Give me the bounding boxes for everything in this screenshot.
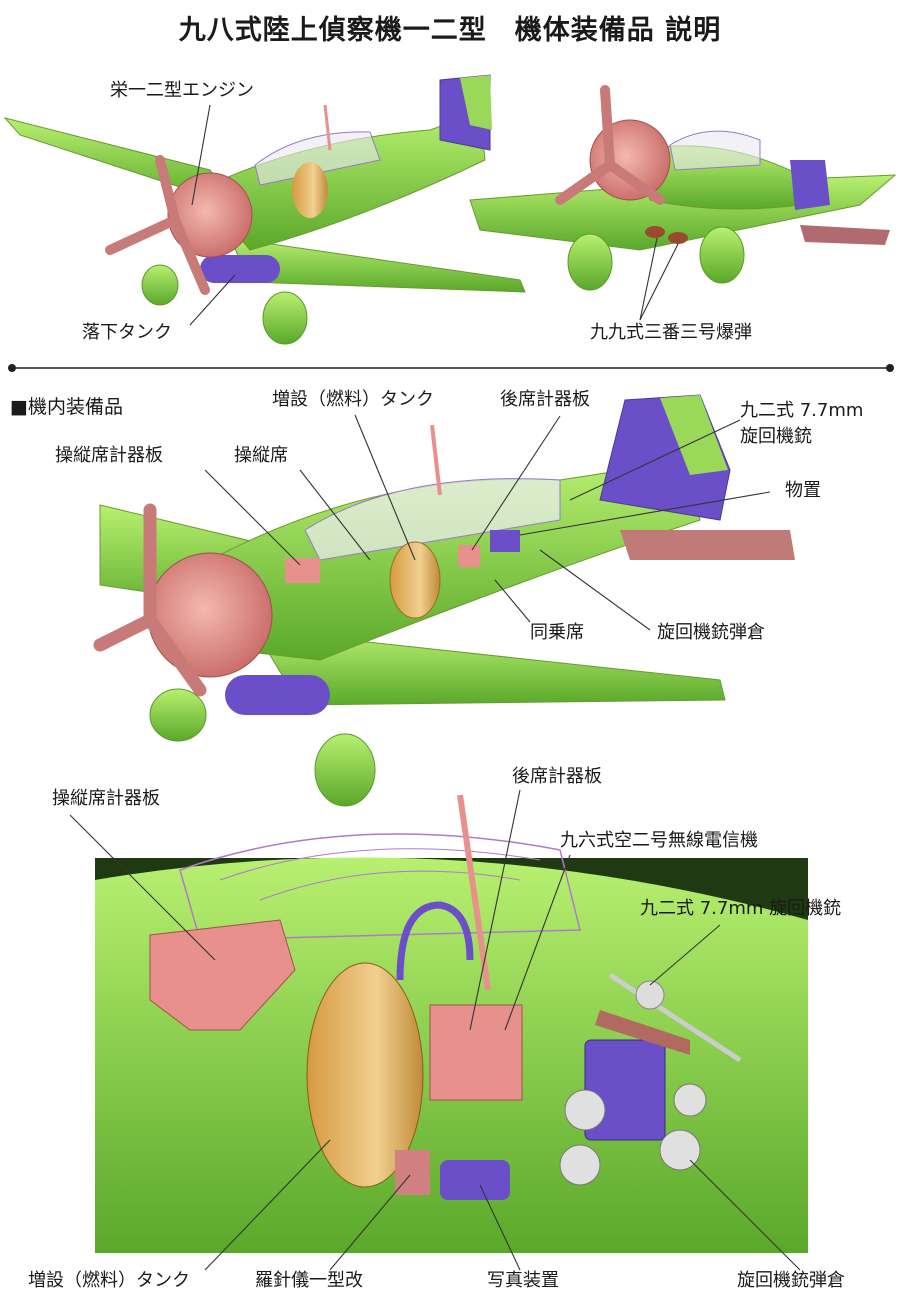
label-gun-line1: 九二式 7.7mm: [740, 400, 864, 421]
compass-bottom: [395, 1150, 430, 1195]
radio-bottom: [429, 1004, 523, 1101]
plane-top-left: [3, 74, 526, 345]
label-aux-tank: 増設（燃料）タンク: [272, 389, 434, 410]
label-compass: 羅針儀一型改: [255, 1270, 363, 1291]
label-gun-line2: 旋回機銃: [740, 426, 812, 447]
canopy-tr: [669, 130, 761, 171]
aux-tank-mid: [389, 541, 441, 619]
plane-top-right: [469, 85, 897, 291]
label-pilot-panel: 操縦席計器板: [55, 445, 163, 466]
label-magazine-bottom: 旋回機銃弾倉: [737, 1270, 845, 1291]
stab-mid: [620, 530, 795, 560]
fuselage-mid: [209, 459, 701, 661]
drop-tank-tl: [200, 255, 280, 283]
wheel-tl-2: [141, 264, 179, 306]
aux-tank-bottom: [306, 962, 424, 1188]
label-rear-panel-bottom: 後席計器板: [512, 766, 602, 787]
label-bomb: 九九式三番三号爆弾: [590, 322, 752, 343]
tail-mid-green: [660, 395, 728, 475]
pilot-panel-mid: [285, 558, 320, 583]
cutaway-bottom: [95, 794, 808, 1253]
label-pilot-panel-bottom: 操縦席計器板: [52, 788, 160, 809]
section-header: ■機内装備品: [10, 396, 123, 418]
pilot-panel-bottom: [149, 919, 296, 1031]
bombs-tr: [645, 226, 688, 244]
gun-barrel: [608, 972, 742, 1063]
label-radio: 九六式空二号無線電信機: [560, 830, 758, 851]
page-title: 九八式陸上偵察機一二型 機体装備品 説明: [178, 15, 722, 46]
tail-tr: [790, 160, 830, 210]
label-drop-tank: 落下タンク: [82, 322, 172, 343]
fuel-hose: [396, 901, 474, 981]
label-camera: 写真装置: [487, 1270, 559, 1291]
canopy-tl: [254, 131, 381, 186]
canopy-bottom: [179, 833, 581, 941]
engine-mid: [147, 552, 273, 678]
engine-tr: [589, 119, 671, 201]
label-engine: 栄一二型エンジン: [110, 80, 254, 101]
rear-panel-mid: [458, 545, 480, 567]
tail-fin-tl-green: [460, 75, 492, 130]
plane-middle: [93, 394, 795, 807]
wheel-tr-right: [699, 226, 745, 284]
label-observer-seat: 同乗席: [530, 622, 584, 643]
drop-tank-mid: [225, 675, 330, 715]
fuel-tank-tl: [292, 162, 328, 218]
label-pilot-seat: 操縦席: [234, 445, 288, 466]
stab-tr: [800, 225, 890, 245]
label-rear-panel: 後席計器板: [500, 389, 590, 410]
gun-mount: [635, 980, 665, 1010]
wheel-mid-left: [149, 688, 207, 742]
section-divider: [8, 364, 894, 372]
label-gun-bottom: 九二式 7.7mm 旋回機銃: [640, 898, 842, 919]
label-storage: 物置: [785, 480, 821, 501]
wheel-tl: [262, 291, 308, 345]
label-magazine: 旋回機銃弾倉: [657, 622, 765, 643]
engine-tl: [167, 172, 253, 258]
storage-mid: [490, 530, 520, 552]
wheel-tr-left: [567, 233, 613, 291]
label-aux-tank-bottom: 増設（燃料）タンク: [28, 1270, 190, 1291]
camera-bottom: [440, 1160, 510, 1200]
wheel-mid-right: [314, 733, 376, 807]
